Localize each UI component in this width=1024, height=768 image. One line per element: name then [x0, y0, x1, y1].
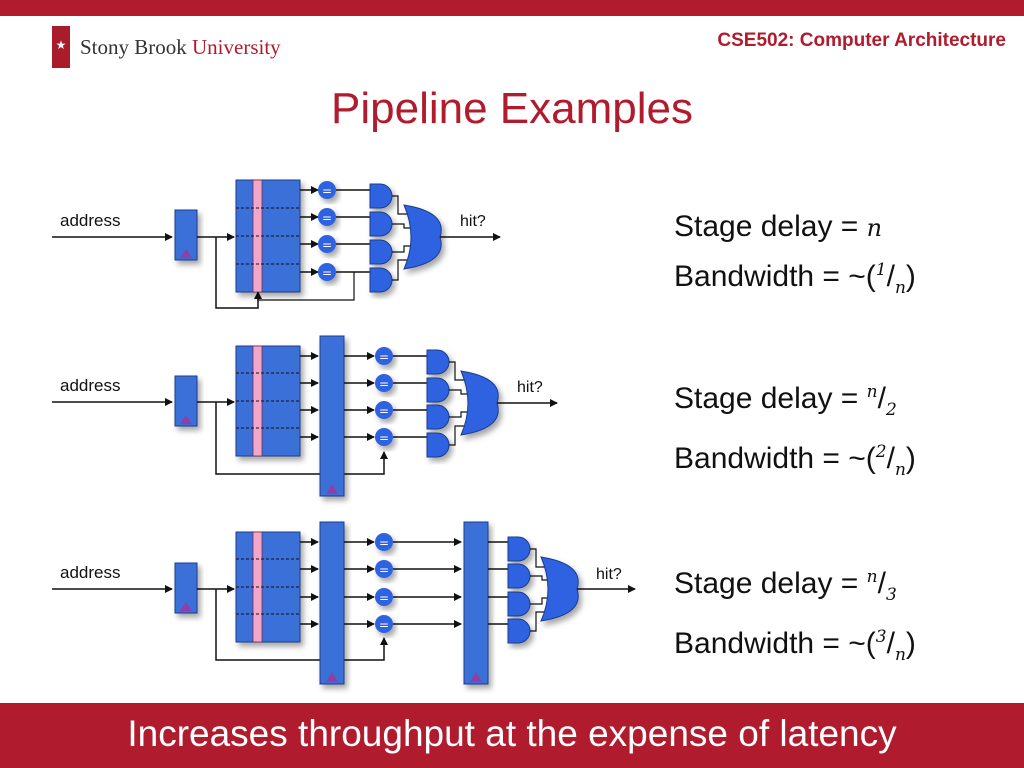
address-latch	[174, 562, 198, 614]
top-bar	[0, 0, 1024, 16]
bandwidth-line: Bandwidth = ~(1/n)	[674, 260, 916, 298]
hit-label: hit?	[460, 213, 486, 230]
bandwidth-line: Bandwidth = ~(3/n)	[674, 627, 916, 665]
footer-tagline: Increases throughput at the expense of l…	[127, 713, 897, 754]
comparator-icon: =	[375, 401, 393, 419]
svg-text:=: =	[322, 211, 332, 225]
svg-text:=: =	[322, 238, 332, 252]
svg-text:=: =	[322, 266, 332, 280]
bandwidth-line: Bandwidth = ~(2/n)	[674, 442, 916, 480]
tag-data-array	[235, 531, 301, 643]
stage-delay-line: Stage delay = n/3	[674, 567, 897, 605]
comparator-icon: =	[375, 347, 393, 365]
logo-text-stony-brook: Stony Brook	[80, 34, 187, 59]
and-gate-icon	[426, 349, 450, 375]
address-label: address	[60, 211, 120, 230]
tag-wire	[215, 589, 388, 661]
and-gate-icon	[426, 377, 450, 403]
logo-mark: ★	[52, 26, 70, 68]
or-gate-icon	[403, 204, 442, 270]
and-gate-icon	[426, 404, 450, 430]
svg-text:=: =	[379, 404, 389, 418]
address-latch	[174, 209, 198, 261]
address-latch	[174, 375, 198, 427]
slide-title: Pipeline Examples	[331, 84, 693, 133]
metric-block-2: Stage delay = n/2 Bandwidth = ~(2/n)	[674, 371, 916, 491]
hit-label: hit?	[517, 379, 543, 396]
comparator-icon: =	[375, 615, 393, 633]
tag-data-array	[235, 345, 301, 457]
and-gate-icon	[426, 432, 450, 458]
tag-wire	[215, 402, 388, 475]
svg-text:=: =	[379, 377, 389, 391]
diagram-3: address = = = =	[52, 521, 636, 685]
and-gate-icon	[507, 563, 531, 589]
comparator-icon: =	[375, 588, 393, 606]
address-label: address	[60, 376, 120, 395]
stage-delay-line: Stage delay = n	[674, 210, 883, 243]
metric-block-3: Stage delay = n/3 Bandwidth = ~(3/n)	[674, 556, 916, 676]
svg-text:=: =	[379, 618, 389, 632]
svg-text:=: =	[379, 431, 389, 445]
or-gate-icon	[460, 370, 499, 436]
svg-text:=: =	[379, 536, 389, 550]
and-gate-icon	[507, 618, 531, 644]
or-gate-icon	[540, 556, 579, 622]
and-gate-icon	[507, 536, 531, 562]
and-gate-icon	[369, 211, 393, 237]
svg-text:=: =	[379, 350, 389, 364]
pipeline-latch	[319, 335, 345, 497]
comparator-icon: =	[318, 235, 336, 253]
footer-bar: Increases throughput at the expense of l…	[0, 703, 1024, 768]
university-logo: ★ Stony Brook University	[52, 26, 281, 68]
comparator-icon: =	[318, 263, 336, 281]
course-title: CSE502: Computer Architecture	[717, 30, 1006, 51]
diagram-2: address = = = =	[52, 335, 558, 497]
and-gate-icon	[369, 239, 393, 265]
diagram-1: address = = = =	[52, 179, 501, 309]
hit-label: hit?	[596, 566, 622, 583]
and-gate-icon	[369, 267, 393, 293]
comparator-icon: =	[375, 533, 393, 551]
svg-text:=: =	[322, 184, 332, 198]
comparator-icon: =	[375, 560, 393, 578]
and-gate-icon	[369, 183, 393, 209]
comparator-icon: =	[375, 374, 393, 392]
pipeline-latch	[319, 521, 345, 685]
metric-block-1: Stage delay = n Bandwidth = ~(1/n)	[674, 206, 916, 309]
svg-text:=: =	[379, 591, 389, 605]
pipeline-latch	[463, 521, 489, 685]
tag-data-array	[235, 179, 301, 293]
address-label: address	[60, 563, 120, 582]
comparator-icon: =	[375, 428, 393, 446]
svg-text:=: =	[379, 563, 389, 577]
comparator-icon: =	[318, 208, 336, 226]
logo-text: Stony Brook University	[80, 35, 281, 60]
stage-delay-line: Stage delay = n/2	[674, 382, 897, 420]
and-gate-icon	[507, 591, 531, 617]
comparator-icon: =	[318, 181, 336, 199]
logo-text-university: University	[192, 34, 281, 59]
